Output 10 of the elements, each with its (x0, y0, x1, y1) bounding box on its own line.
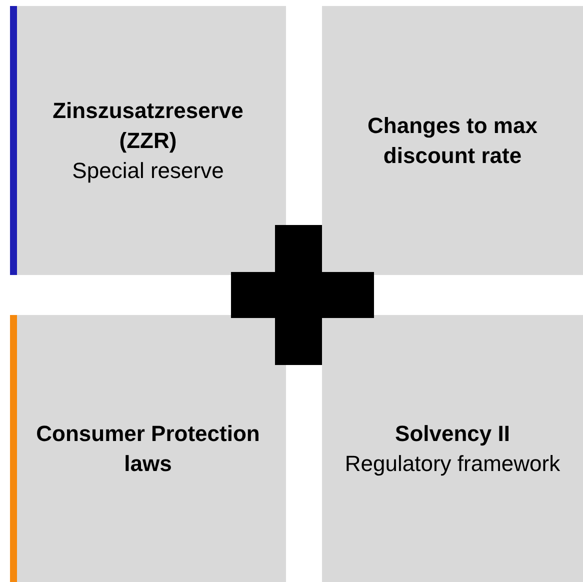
panel-subtitle: Regulatory framework (344, 450, 560, 478)
panel-subtitle: Special reserve (72, 156, 224, 185)
category-panel (10, 315, 286, 582)
panel-heading: Zinszusatzreserve (ZZR) (52, 96, 244, 155)
category-panel (10, 6, 286, 275)
category-panel (322, 6, 583, 275)
category-panel (322, 315, 583, 582)
panel-heading: Solvency II (395, 420, 510, 448)
panel-heading: Consumer Protection laws (35, 420, 261, 478)
panel-heading: Changes to max discount rate (366, 112, 538, 170)
